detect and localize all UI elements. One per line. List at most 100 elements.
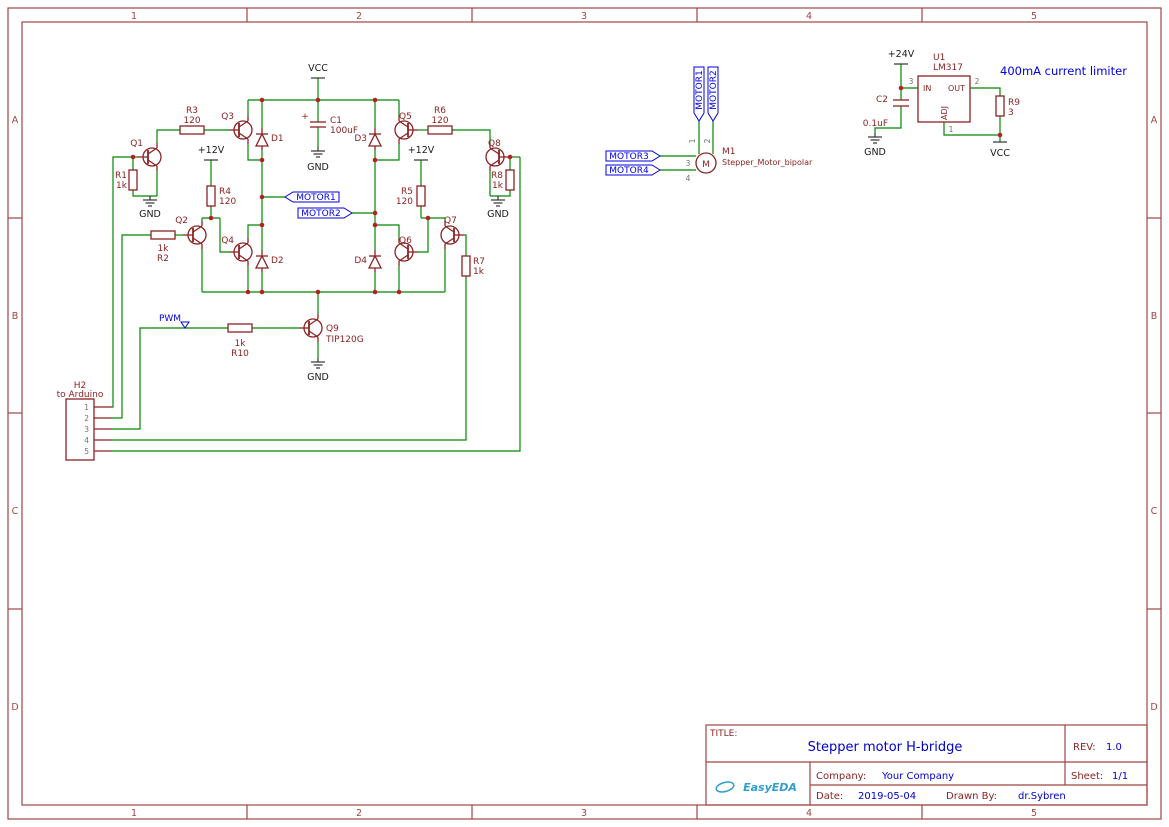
regulator-body[interactable]: [917, 75, 971, 123]
title-label: TITLE:: [709, 729, 737, 739]
diode-d3[interactable]: [368, 127, 382, 151]
c1-plus: +: [301, 112, 309, 122]
grid-label-col: 3: [581, 808, 587, 819]
power-label-vcc: VCC: [308, 63, 328, 74]
stepper-motor-m1[interactable]: MOTOR1 MOTOR2 MOTOR3 MOTOR4 1 2 3 4 M M1…: [605, 66, 813, 183]
wire[interactable]: [452, 129, 491, 143]
capacitor-c2[interactable]: [893, 99, 909, 107]
q7-ref: Q7: [444, 216, 457, 226]
resistor-r10[interactable]: [227, 323, 253, 333]
wire[interactable]: [970, 87, 1001, 96]
r4-ref: R4: [219, 187, 231, 197]
grid-label-row: A: [1151, 115, 1158, 126]
regulator-u1[interactable]: +24V U1 LM317 400mA current limiter IN O…: [863, 49, 1127, 159]
wire[interactable]: [247, 144, 262, 161]
wire[interactable]: [874, 106, 902, 133]
q2-ref: Q2: [175, 216, 188, 226]
wire[interactable]: [132, 190, 157, 197]
transistor-q9[interactable]: [298, 313, 323, 343]
resistor-r6[interactable]: [427, 125, 453, 135]
net-flag-pwm[interactable]: [180, 321, 190, 329]
pin-number: 2: [975, 77, 980, 86]
company-label: Company:: [816, 771, 866, 782]
grid-label-col: 4: [806, 808, 812, 819]
power-label-24v: +24V: [888, 49, 915, 60]
connector-body[interactable]: [65, 398, 95, 461]
d4-ref: D4: [354, 256, 367, 266]
sheet-label: Sheet:: [1071, 771, 1103, 782]
pin-number: 1: [84, 403, 89, 412]
u1-value: LM317: [933, 63, 963, 73]
gnd-symbol[interactable]: [867, 132, 883, 144]
r1-ref: R1: [115, 171, 127, 181]
pin-number: 3: [686, 159, 691, 168]
pin-number: 5: [84, 447, 89, 456]
resistor-r3[interactable]: [179, 125, 205, 135]
q9-value: TIP120G: [325, 335, 364, 345]
c1-ref: C1: [330, 116, 342, 126]
power-label-gnd: GND: [139, 209, 161, 220]
wire[interactable]: [375, 224, 400, 238]
r8-value: 1k: [492, 181, 504, 191]
wires[interactable]: [112, 64, 1001, 452]
wire[interactable]: [490, 190, 511, 197]
company-value: Your Company: [881, 771, 954, 782]
net-label-motor3: MOTOR3: [609, 152, 648, 162]
wire[interactable]: [375, 144, 400, 161]
resistor-r5[interactable]: [416, 185, 426, 207]
resistor-r9[interactable]: [995, 95, 1005, 117]
drawn-by-value: dr.Sybren: [1018, 791, 1066, 802]
gnd-symbol[interactable]: [490, 195, 506, 207]
resistor-r4[interactable]: [206, 185, 216, 207]
wire[interactable]: [112, 156, 138, 408]
net-label-pwm: PWM: [159, 314, 181, 324]
wire[interactable]: [464, 234, 467, 256]
diode-d2[interactable]: [255, 249, 269, 273]
r2-ref: R2: [157, 254, 169, 264]
c2-value: 0.1uF: [863, 119, 888, 129]
r7-ref: R7: [473, 257, 485, 267]
outer-border: [7, 7, 1162, 820]
wire[interactable]: [943, 122, 1000, 136]
grid-label-col: 5: [1031, 11, 1037, 22]
wire[interactable]: [112, 276, 467, 441]
wire[interactable]: [219, 218, 229, 253]
motor-ref: M1: [722, 147, 736, 157]
q3-ref: Q3: [221, 112, 234, 122]
gnd-symbol[interactable]: [310, 357, 326, 369]
r6-ref: R6: [434, 106, 446, 116]
gnd-symbol[interactable]: [142, 195, 158, 207]
resistor-r2[interactable]: [150, 230, 176, 240]
connector-pins: [94, 406, 112, 452]
inner-border: [21, 21, 1148, 806]
motor-symbol[interactable]: [695, 152, 717, 174]
connector-h2[interactable]: H2 to Arduino 1 2 3 4 5: [57, 381, 112, 461]
grid-label-row: A: [12, 115, 19, 126]
gnd-symbol[interactable]: [310, 146, 326, 158]
wire[interactable]: [156, 129, 180, 143]
power-label-gnd: GND: [487, 209, 509, 220]
wire[interactable]: [112, 327, 228, 430]
wire[interactable]: [112, 234, 151, 419]
grid-label-row: B: [12, 311, 19, 322]
title-block-grid: [706, 725, 1147, 805]
wire[interactable]: [112, 157, 521, 452]
power-label-vcc: VCC: [990, 148, 1010, 159]
r4-value: 120: [219, 197, 236, 207]
diode-d4[interactable]: [368, 249, 382, 273]
capacitor-c1[interactable]: [310, 121, 326, 128]
resistor-r7[interactable]: [461, 255, 471, 277]
motor-value: Stepper_Motor_bipolar: [722, 158, 813, 167]
wire[interactable]: [418, 218, 429, 253]
grid-label-col: 5: [1031, 808, 1037, 819]
d2-ref: D2: [271, 256, 284, 266]
resistor-r1[interactable]: [128, 169, 138, 191]
r9-ref: R9: [1008, 98, 1020, 108]
rev-value: 1.0: [1106, 742, 1122, 753]
wire[interactable]: [247, 224, 262, 238]
resistor-r8[interactable]: [505, 169, 515, 191]
net-label-motor4: MOTOR4: [609, 166, 649, 176]
diode-d1[interactable]: [255, 127, 269, 151]
grid-label-col: 4: [806, 11, 812, 22]
sheet-value: 1/1: [1112, 771, 1128, 782]
